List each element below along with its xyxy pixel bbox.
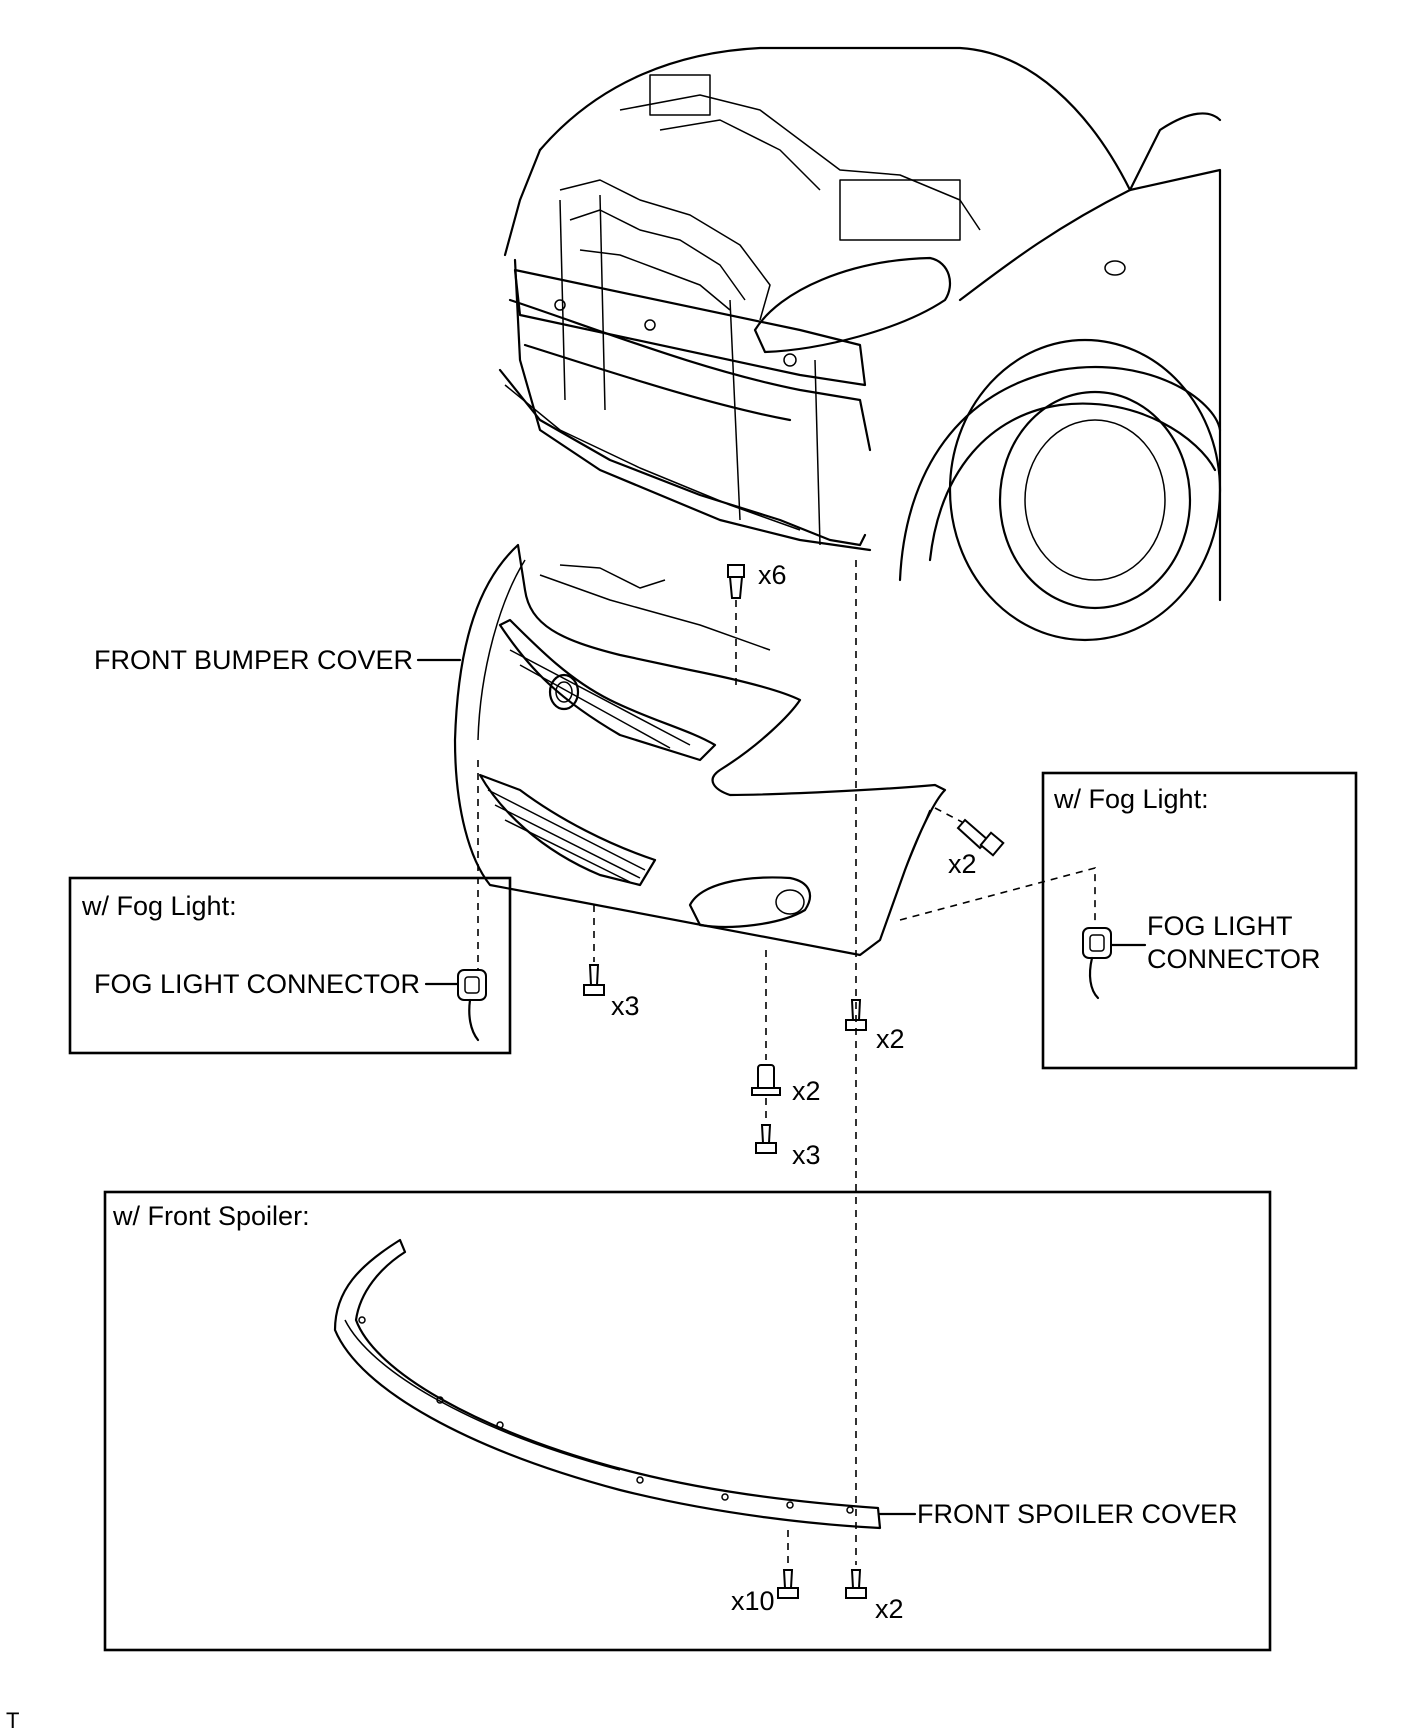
fog-light-connector-label: FOG LIGHT CONNECTOR <box>94 969 420 999</box>
qty-spoiler-bolts: x2 <box>875 1594 904 1624</box>
qty-screw-center: x3 <box>792 1140 821 1170</box>
screw-icon <box>777 1569 799 1599</box>
box-title: w/ Fog Light: <box>1053 784 1209 814</box>
qty-screw-right-bottom: x2 <box>876 1024 905 1054</box>
fog-light-box-right: w/ Fog Light: FOG LIGHT CONNECTOR <box>1041 771 1358 1070</box>
front-bumper-cover-part <box>453 543 947 957</box>
corner-mark: T <box>6 1708 19 1733</box>
qty-screw-left-bottom: x3 <box>611 991 640 1021</box>
box-title: w/ Fog Light: <box>81 891 237 921</box>
bolt-icon <box>956 818 1005 857</box>
front-spoiler-cover-label: FRONT SPOILER COVER <box>917 1499 1238 1529</box>
clip-icon <box>727 564 745 599</box>
connector-icon <box>457 969 487 1042</box>
box-title: w/ Front Spoiler: <box>112 1201 310 1231</box>
qty-spoiler-screws: x10 <box>731 1586 775 1616</box>
qty-clip-center: x2 <box>792 1076 821 1106</box>
screw-icon <box>755 1124 777 1154</box>
assembly-leader-lines <box>477 560 1096 1568</box>
fog-light-connector-label-line2: CONNECTOR <box>1147 944 1321 974</box>
qty-clip-top: x6 <box>758 560 787 590</box>
front-bumper-cover-label: FRONT BUMPER COVER <box>94 645 413 675</box>
connector-icon <box>1082 927 1112 1000</box>
vehicle-front-illustration <box>498 46 1222 642</box>
qty-bolt-right-side: x2 <box>948 849 977 879</box>
fog-light-box-left: w/ Fog Light: FOG LIGHT CONNECTOR <box>68 876 512 1055</box>
bolt-icon <box>845 1569 867 1599</box>
fog-light-connector-label-line1: FOG LIGHT <box>1147 911 1293 941</box>
screw-icon <box>583 964 605 996</box>
clip-icon <box>751 1064 781 1096</box>
front-spoiler-cover-part <box>333 1238 882 1530</box>
front-spoiler-box: w/ Front Spoiler: FRONT SPOILER COVER <box>103 1190 1272 1652</box>
